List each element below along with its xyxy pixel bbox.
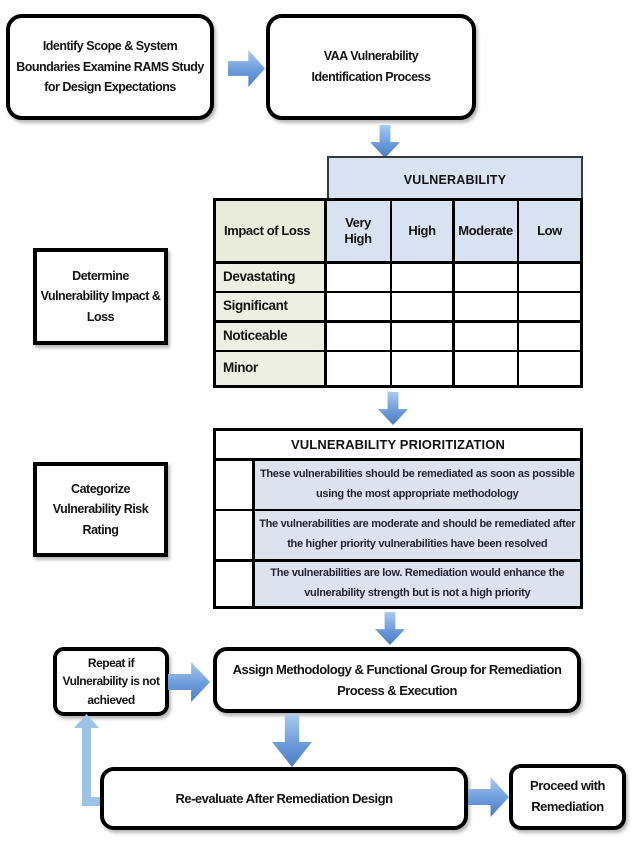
matrix-row-label: Minor: [216, 352, 324, 385]
priority-text-yellow: The vulnerabilities are moderate and sho…: [254, 511, 580, 559]
matrix-cell: [519, 293, 580, 320]
vaa-identification-label: VAA Vulnerability Identification Process: [311, 49, 431, 84]
matrix-cell: [454, 293, 517, 320]
priority-swatch-red: [216, 460, 252, 509]
matrix-column-header: Moderate: [454, 201, 517, 261]
categorize-risk-label: Categorize Vulnerability Risk Rating: [52, 481, 149, 537]
identify-scope-label: Identify Scope & System Boundaries Exami…: [16, 39, 204, 95]
feedback-line-vertical: [82, 727, 91, 806]
matrix-title: VULNERABILITY: [403, 172, 507, 187]
feedback-arrowhead-icon: [74, 714, 99, 728]
repeat-if-box: Repeat if Vulnerability is not achieved: [53, 647, 169, 716]
matrix-cell: [392, 263, 452, 291]
determine-impact-label: Determine Vulnerability Impact & Loss: [40, 268, 161, 324]
matrix-row-label: Devastating: [216, 263, 324, 291]
matrix-row-header: Impact of Loss: [216, 201, 324, 261]
categorize-risk-box: Categorize Vulnerability Risk Rating: [33, 462, 168, 557]
matrix-cell: [326, 352, 390, 385]
identify-scope-box: Identify Scope & System Boundaries Exami…: [6, 14, 214, 120]
matrix-cell: [392, 293, 452, 320]
feedback-line-horizontal: [82, 797, 103, 806]
matrix-column-header: High: [392, 201, 452, 261]
matrix-cell: [519, 263, 580, 291]
arrow-assign-to-reevaluate: [272, 715, 312, 767]
matrix-cell: [519, 352, 580, 385]
arrow-repeat-to-assign: [168, 662, 210, 702]
arrow-prioritization-to-assign: [375, 612, 405, 645]
matrix-cell: [392, 322, 452, 350]
repeat-if-label: Repeat if Vulnerability is not achieved: [62, 655, 160, 707]
arrow-matrix-to-prioritization: [378, 392, 408, 425]
matrix-column-header: Low: [519, 201, 580, 261]
vaa-identification-box: VAA Vulnerability Identification Process: [266, 14, 476, 120]
matrix-cell: [454, 322, 517, 350]
arrow-reevaluate-to-proceed: [468, 777, 509, 817]
priority-text-green: The vulnerabilities are low. Remediation…: [254, 561, 580, 606]
assign-methodology-box: Assign Methodology & Functional Group fo…: [213, 647, 581, 713]
matrix-cell: [454, 352, 517, 385]
matrix-cell: [326, 293, 390, 320]
matrix-column-header-label: Very High: [344, 214, 372, 246]
matrix-cell: [326, 322, 390, 350]
matrix-cell: [519, 322, 580, 350]
priority-text-red: These vulnerabilities should be remediat…: [254, 460, 580, 509]
assign-methodology-label: Assign Methodology & Functional Group fo…: [232, 661, 562, 698]
arrow-vaa-to-matrix: [370, 125, 400, 158]
matrix-cell: [326, 263, 390, 291]
matrix-cell: [454, 263, 517, 291]
arrow-identify-to-vaa: [228, 50, 265, 87]
proceed-box: Proceed with Remediation: [509, 764, 626, 830]
prioritization-title: VULNERABILITY PRIORITIZATION: [216, 431, 580, 458]
determine-impact-box: Determine Vulnerability Impact & Loss: [33, 248, 168, 345]
matrix-row-label: Noticeable: [216, 322, 324, 350]
matrix-cell: [392, 352, 452, 385]
prioritization-table: VULNERABILITY PRIORITIZATION These vulne…: [213, 428, 583, 609]
vulnerability-matrix-table: Impact of Loss Very High High Moderate L…: [213, 198, 583, 388]
reevaluate-box: Re-evaluate After Remediation Design: [100, 767, 468, 830]
matrix-title-band: VULNERABILITY: [327, 156, 583, 201]
priority-swatch-green: [216, 561, 252, 606]
proceed-label: Proceed with Remediation: [530, 778, 605, 814]
reevaluate-label: Re-evaluate After Remediation Design: [175, 790, 393, 806]
matrix-row-label: Significant: [216, 293, 324, 320]
matrix-column-header: Very High: [326, 201, 390, 261]
priority-swatch-yellow: [216, 511, 252, 559]
